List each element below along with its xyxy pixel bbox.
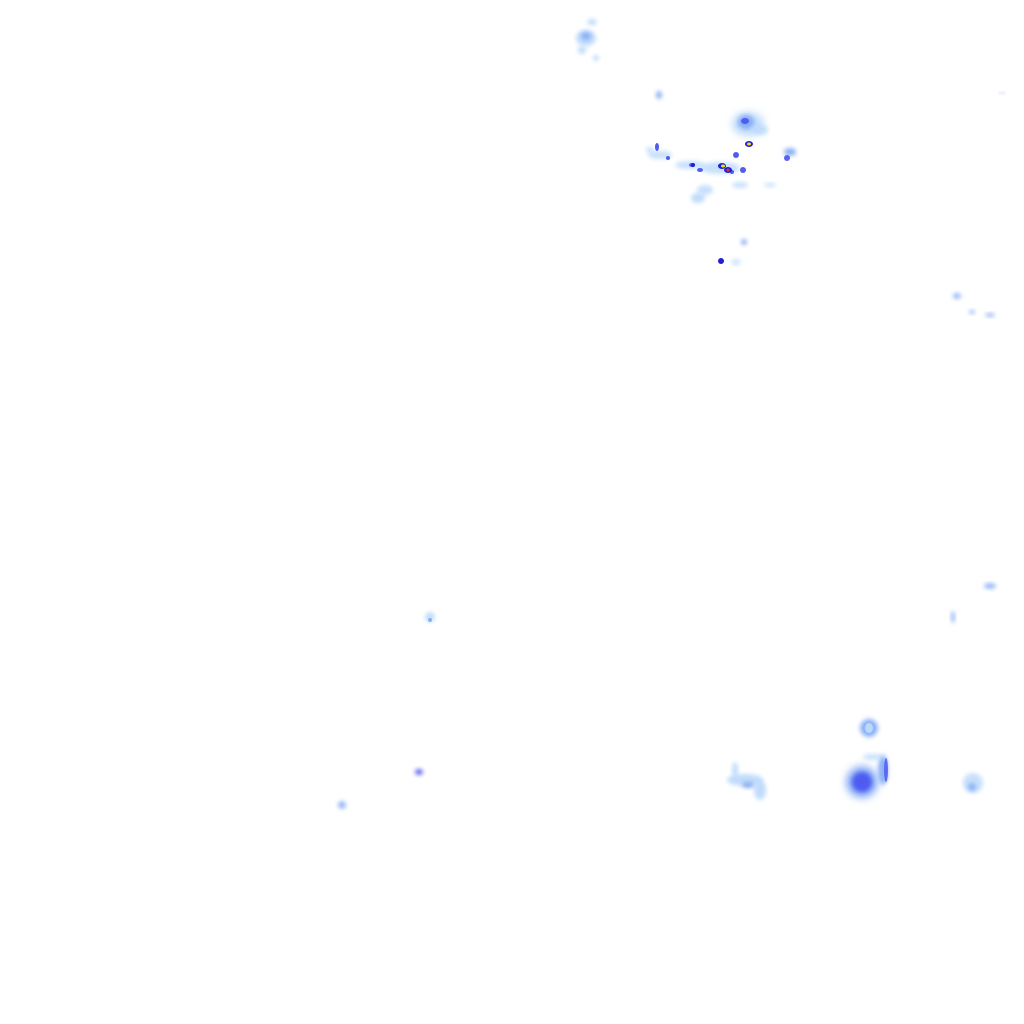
- radar-echo: [747, 142, 751, 146]
- radar-echo: [951, 611, 955, 623]
- radar-echo: [863, 754, 883, 760]
- radar-echo: [732, 182, 748, 188]
- radar-echo: [1000, 92, 1004, 94]
- radar-echo: [338, 801, 346, 809]
- radar-echo: [697, 185, 713, 195]
- radar-echo: [732, 762, 738, 778]
- radar-echo: [865, 723, 873, 733]
- radar-echo: [578, 46, 586, 54]
- radar-echo: [415, 769, 423, 775]
- radar-echo: [655, 143, 659, 151]
- precipitation-echoes: [338, 19, 1004, 809]
- radar-echo: [754, 780, 766, 800]
- radar-echo: [969, 310, 975, 314]
- radar-echo: [740, 167, 746, 173]
- radar-echo: [646, 147, 654, 153]
- radar-echo: [666, 156, 670, 160]
- radar-echo: [425, 612, 435, 622]
- radar-echo: [733, 152, 739, 158]
- radar-echo: [852, 772, 872, 792]
- radar-echo: [648, 151, 672, 159]
- radar-echo: [741, 118, 749, 124]
- radar-echo: [691, 193, 705, 203]
- radar-echo: [581, 32, 591, 40]
- radar-echo: [718, 258, 724, 264]
- radar-echo: [752, 125, 768, 135]
- radar-echo: [721, 164, 725, 168]
- radar-echo: [764, 183, 776, 187]
- radar-echo: [884, 758, 888, 782]
- radar-echo: [741, 239, 747, 245]
- radar-echo: [656, 91, 662, 99]
- radar-echo: [587, 19, 597, 25]
- radar-echo: [726, 168, 730, 172]
- radar-echo: [593, 55, 599, 61]
- radar-echo: [428, 618, 432, 622]
- radar-echo: [953, 293, 961, 299]
- radar-echo: [985, 313, 995, 317]
- radar-echo: [784, 148, 796, 156]
- radar-echo: [742, 782, 754, 788]
- radar-echo: [984, 583, 996, 589]
- radar-echo: [784, 155, 790, 161]
- radar-echo: [968, 783, 976, 791]
- radar-echo: [731, 259, 741, 265]
- radar-echo: [963, 773, 983, 793]
- radar-echo: [691, 163, 695, 167]
- radar-echo: [697, 168, 703, 172]
